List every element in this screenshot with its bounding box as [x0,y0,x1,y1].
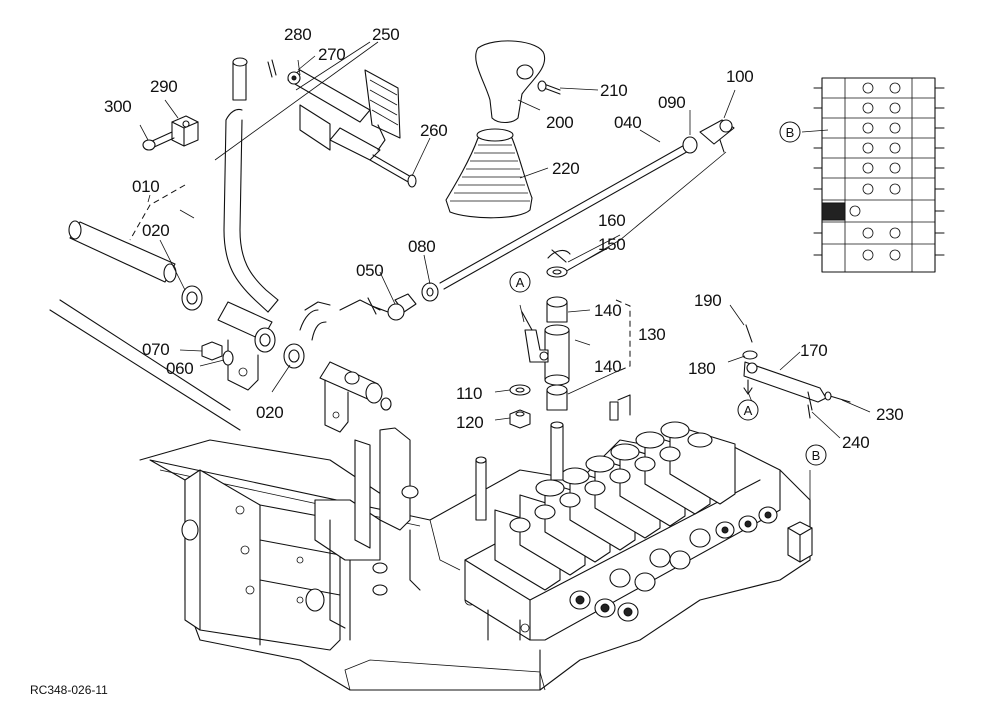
label-090: 090 [658,93,685,112]
label-240: 240 [842,433,869,452]
main-lever-rod [223,57,279,313]
label-010: 010 [132,177,159,196]
label-150: 150 [598,235,625,254]
label-040: 040 [614,113,641,132]
callout-a-bottom: A [744,403,753,418]
label-270: 270 [318,45,345,64]
label-260: 260 [420,121,447,140]
label-250: 250 [372,25,399,44]
leader-lines [129,41,871,439]
callout-b-lower-circle [805,444,827,466]
callout-b-inset-circle [779,121,801,143]
callout-b-inset: B [786,125,795,140]
link-arm-170 [742,324,851,510]
link-rod [367,119,735,321]
label-070: 070 [142,340,169,359]
label-170: 170 [800,341,827,360]
label-280: 280 [284,25,311,44]
callout-a-top-circle [509,271,531,293]
label-190: 190 [694,291,721,310]
inset-valve-view [801,77,945,273]
label-180: 180 [688,359,715,378]
knob-and-boot [445,40,561,219]
callout-a-top: A [516,275,525,290]
pivot-shafts [49,220,392,433]
callout-circles: A A B B [509,121,827,466]
callout-a-bottom-circle [737,399,759,421]
label-290: 290 [150,77,177,96]
label-300: 300 [104,97,131,116]
callout-b-lower: B [812,448,821,463]
label-210: 210 [600,81,627,100]
pivot-stack-130 [509,249,631,429]
valve-fittings [569,506,778,622]
part-labels: 010 020 020 040 050 060 070 080 090 100 … [104,25,904,452]
label-230: 230 [876,405,903,424]
label-200: 200 [546,113,573,132]
label-050: 050 [356,261,383,280]
label-160: 160 [598,211,625,230]
label-110: 110 [456,384,482,403]
label-140-upper: 140 [594,301,621,320]
label-120: 120 [456,413,483,432]
label-080: 080 [408,237,435,256]
label-020-lower: 020 [256,403,283,422]
label-020-upper: 020 [142,221,169,240]
label-140-lower: 140 [594,357,621,376]
base-frame [139,427,813,691]
label-220: 220 [552,159,579,178]
label-100: 100 [726,67,753,86]
control-valve-bank [464,394,781,691]
drawing-code: RC348-026-11 [30,683,108,697]
lever-bracket-assembly [142,59,417,188]
label-130: 130 [638,325,665,344]
label-060: 060 [166,359,193,378]
